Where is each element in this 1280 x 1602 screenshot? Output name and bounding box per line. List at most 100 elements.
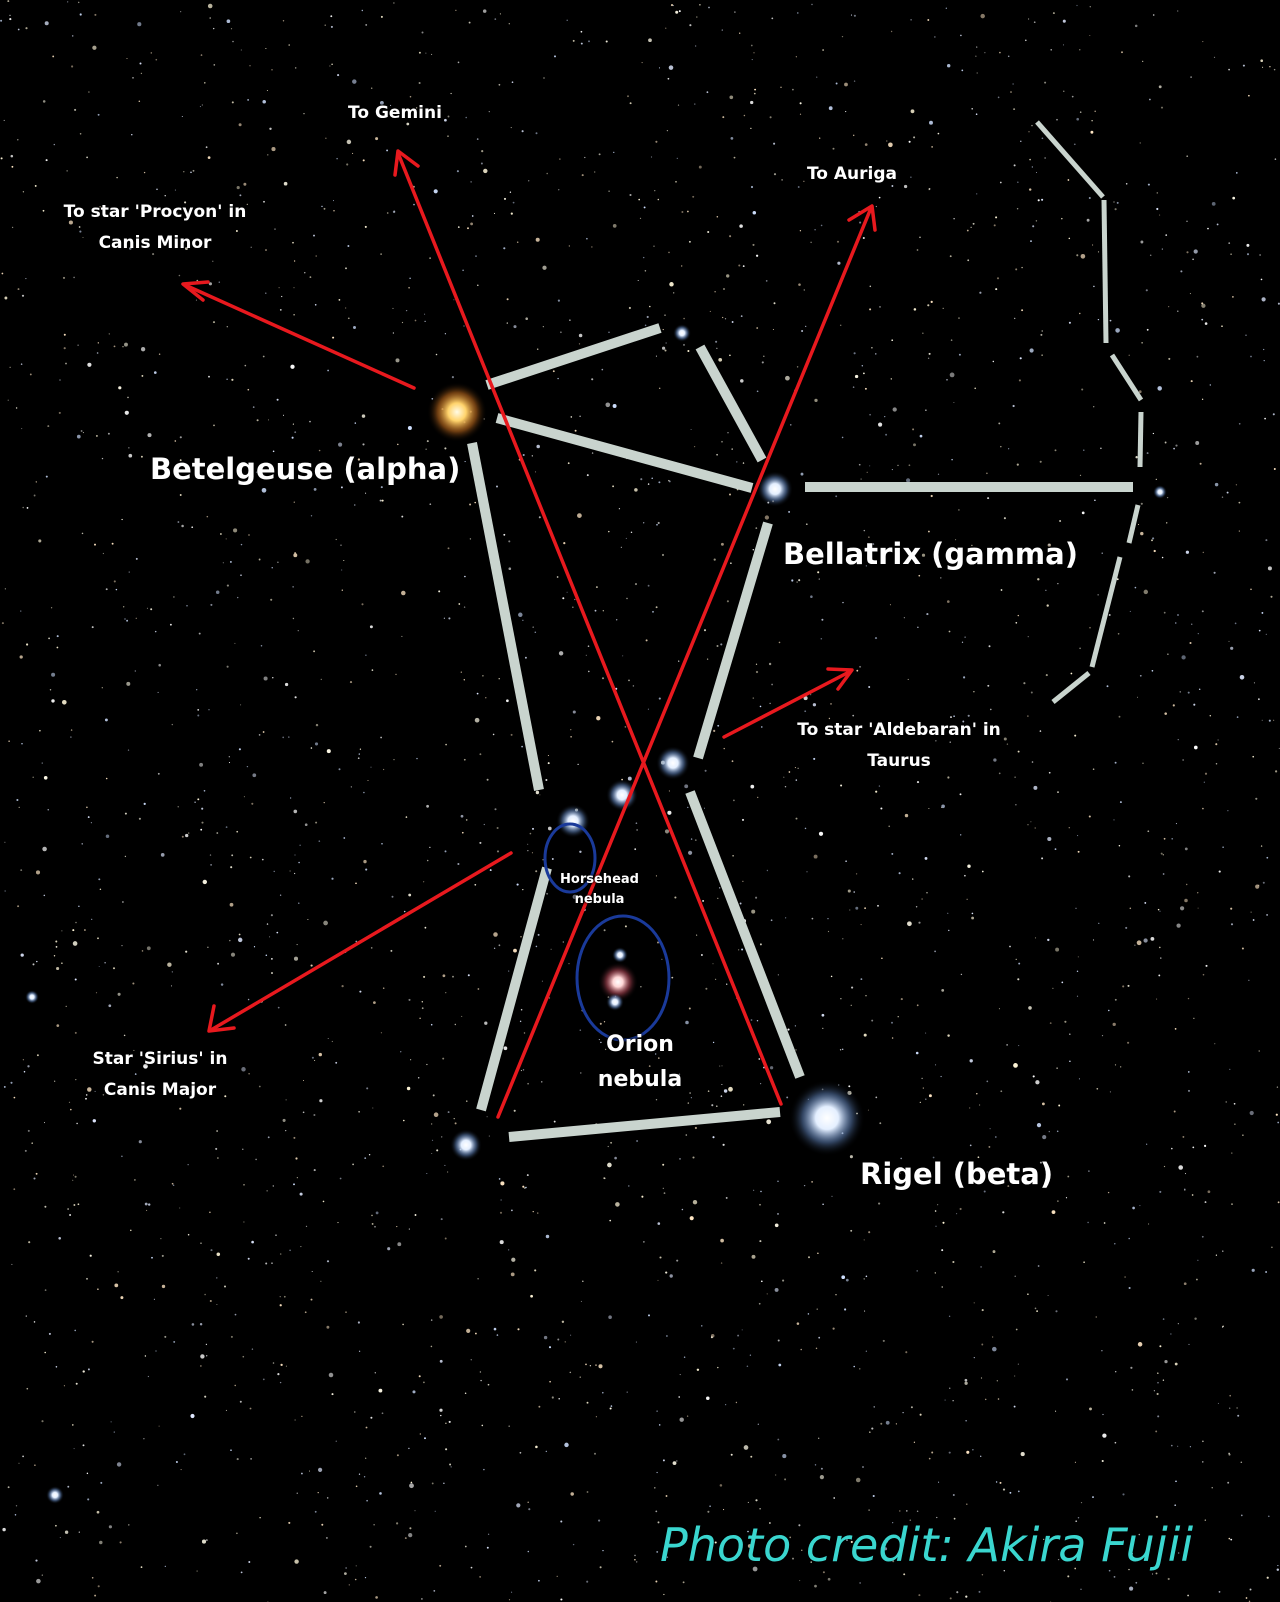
background-star xyxy=(1277,1121,1280,1124)
background-star xyxy=(546,172,549,175)
background-star xyxy=(683,317,685,320)
background-star xyxy=(1155,1430,1158,1433)
background-star xyxy=(1076,970,1079,973)
background-star xyxy=(281,295,283,298)
background-star xyxy=(817,1252,819,1255)
background-star xyxy=(956,1591,959,1594)
background-star xyxy=(972,1449,974,1451)
background-star xyxy=(133,1049,135,1051)
background-star xyxy=(354,1578,357,1581)
background-star xyxy=(810,694,812,696)
background-star xyxy=(942,1221,945,1224)
background-star xyxy=(932,1156,935,1159)
background-star xyxy=(247,998,250,1001)
background-star xyxy=(496,1334,499,1336)
background-star xyxy=(1261,297,1266,302)
background-star xyxy=(288,736,290,738)
background-star xyxy=(331,1040,333,1043)
background-star xyxy=(1209,714,1212,717)
background-star xyxy=(1064,1020,1067,1023)
background-star xyxy=(292,241,294,244)
background-star xyxy=(976,72,978,74)
background-star xyxy=(1202,973,1205,976)
background-star xyxy=(443,617,445,619)
background-star xyxy=(1193,703,1196,706)
background-star xyxy=(208,709,210,711)
background-star xyxy=(646,315,649,319)
background-star xyxy=(831,550,833,553)
background-star xyxy=(477,1278,479,1280)
background-star xyxy=(282,414,285,416)
background-star xyxy=(1092,768,1095,770)
background-star xyxy=(209,17,211,19)
background-star xyxy=(79,133,82,135)
background-star xyxy=(424,313,426,315)
background-star xyxy=(810,595,813,598)
background-star xyxy=(278,287,280,289)
background-star xyxy=(1020,1452,1025,1457)
background-star xyxy=(934,950,936,953)
background-star xyxy=(1149,254,1152,257)
background-star xyxy=(487,1533,490,1535)
background-star xyxy=(1093,406,1095,408)
background-star xyxy=(867,1109,869,1111)
background-star xyxy=(226,325,229,328)
background-star xyxy=(557,1338,560,1341)
line-belt-rigel xyxy=(685,790,805,1079)
background-star xyxy=(1240,1461,1243,1464)
background-star xyxy=(1238,501,1241,504)
background-star xyxy=(226,19,231,24)
background-star xyxy=(1002,1488,1006,1491)
background-star xyxy=(766,1119,772,1125)
background-star xyxy=(237,596,239,599)
background-star xyxy=(205,1539,208,1542)
background-star xyxy=(630,531,633,534)
background-star xyxy=(1018,1045,1020,1047)
background-star xyxy=(1239,675,1245,680)
background-star xyxy=(181,115,183,118)
background-star xyxy=(662,1187,664,1189)
background-star xyxy=(409,277,411,280)
background-star xyxy=(1164,1359,1168,1364)
background-star xyxy=(967,259,970,262)
background-star xyxy=(511,81,514,84)
background-star xyxy=(1134,586,1137,589)
background-star xyxy=(1159,1345,1162,1348)
background-star xyxy=(343,559,345,562)
background-star xyxy=(381,1412,384,1415)
background-star xyxy=(995,288,998,291)
background-star xyxy=(1229,1394,1231,1397)
background-star xyxy=(104,718,108,722)
background-star xyxy=(1000,445,1002,448)
label-rigel: Rigel (beta) xyxy=(860,1157,1054,1191)
background-star xyxy=(1277,1565,1279,1567)
background-star xyxy=(1036,1310,1038,1312)
background-star xyxy=(688,1007,691,1010)
background-star xyxy=(393,210,395,212)
background-star xyxy=(1142,762,1144,764)
background-star xyxy=(409,95,412,98)
background-star xyxy=(457,61,460,64)
background-star xyxy=(86,806,88,809)
background-star xyxy=(447,115,450,118)
background-star xyxy=(687,349,690,353)
background-star xyxy=(992,1336,994,1338)
background-star xyxy=(634,848,637,851)
background-star xyxy=(852,386,855,388)
background-star xyxy=(477,988,480,990)
background-star xyxy=(999,1481,1002,1484)
background-star xyxy=(1191,623,1193,625)
label-to-gemini: To Gemini xyxy=(348,103,442,123)
background-star xyxy=(1230,1538,1233,1541)
background-star xyxy=(87,362,92,367)
background-star xyxy=(1170,1444,1173,1447)
background-star xyxy=(564,1341,566,1343)
background-star xyxy=(279,1253,282,1255)
background-star xyxy=(160,853,165,857)
background-star xyxy=(535,790,540,795)
background-star xyxy=(476,692,479,695)
background-star xyxy=(199,762,204,767)
background-star xyxy=(863,1239,865,1241)
background-star xyxy=(362,443,365,446)
background-star xyxy=(647,483,650,485)
